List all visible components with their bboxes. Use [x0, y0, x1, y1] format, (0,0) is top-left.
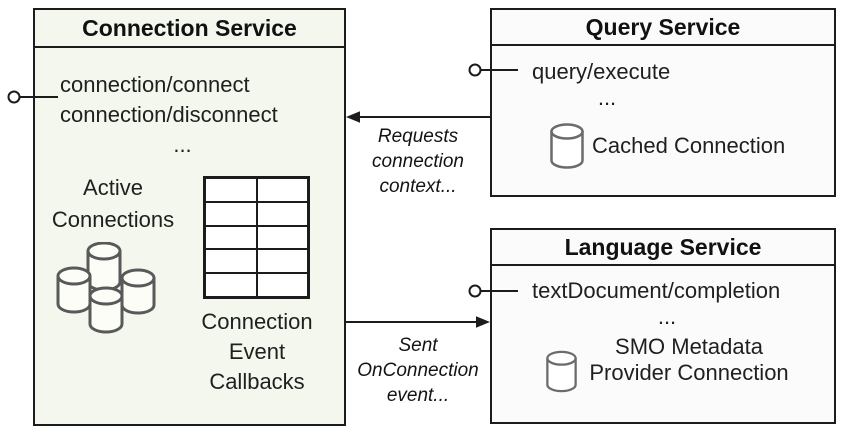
query-service-methods: query/execute ... [532, 59, 682, 111]
table-cell [205, 201, 257, 226]
active-connections-label: Active Connections [51, 175, 175, 232]
table-cell [205, 178, 257, 202]
method-query-execute: query/execute [532, 59, 671, 84]
language-service-methods: textDocument/completion ... [532, 278, 802, 330]
requests-connection-context-label: Requests connection context... [372, 126, 464, 197]
table-cell [205, 273, 257, 297]
table-cell [256, 201, 308, 226]
sent-onconnection-event-label: Sent OnConnection event... [357, 335, 479, 406]
table-cell [256, 273, 308, 297]
method-textdocument-completion: textDocument/completion [532, 278, 781, 303]
query-service-box: Query Service query/execute ... Cached C… [490, 8, 836, 197]
language-service-title: Language Service [492, 230, 834, 266]
table-cell [205, 249, 257, 274]
connection-event-callbacks-table [203, 176, 310, 299]
active-connections-cylinders-icon [56, 242, 156, 334]
table-cell [256, 249, 308, 274]
table-cell [205, 225, 257, 250]
methods-ellipsis: ... [657, 304, 677, 329]
requests-connection-arrow [346, 111, 490, 123]
methods-ellipsis: ... [597, 85, 617, 110]
methods-ellipsis: ... [173, 132, 192, 157]
database-cylinder-icon [550, 123, 584, 169]
callbacks-table-label: Connection Event Callbacks [201, 309, 313, 394]
smo-metadata-connection-label: SMO Metadata Provider Connection [589, 334, 789, 385]
method-connection-connect: connection/connect [60, 72, 250, 97]
cached-connection-label: Cached Connection [592, 133, 786, 158]
sent-onconnection-arrow [346, 316, 490, 328]
language-service-box: Language Service textDocument/completion… [490, 228, 836, 424]
cached-connection-row: Cached Connection [550, 123, 785, 169]
query-service-title: Query Service [492, 10, 834, 46]
database-cylinder-icon [546, 350, 577, 393]
connection-service-box: Connection Service connection/connect co… [33, 8, 346, 426]
table-cell [256, 178, 308, 202]
table-cell [256, 225, 308, 250]
method-connection-disconnect: connection/disconnect [60, 102, 278, 127]
connection-service-title: Connection Service [35, 10, 344, 48]
connection-service-methods: connection/connect connection/disconnect… [60, 70, 305, 160]
